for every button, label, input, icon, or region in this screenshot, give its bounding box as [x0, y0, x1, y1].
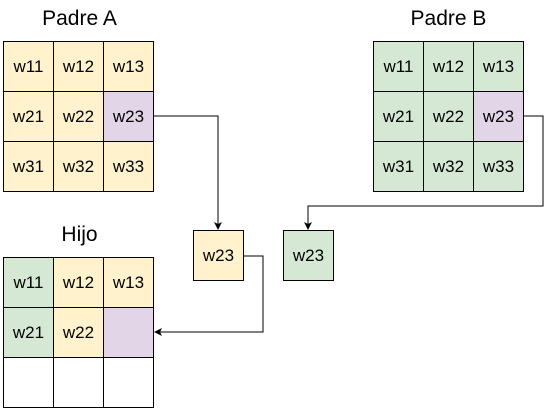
parent-b-cell-w33: w33	[473, 141, 524, 192]
parent-a-cell-w12: w12	[53, 41, 104, 92]
child-cell-w32-empty	[53, 357, 104, 408]
parent-a-cell-w33: w33	[103, 141, 154, 192]
child-title: Hijo	[61, 223, 98, 246]
child-cell-w33-empty	[103, 357, 154, 408]
parent-b-cell-w21: w21	[373, 91, 424, 142]
parent-a-cell-w21: w21	[3, 91, 54, 142]
parent-b-cell-w31: w31	[373, 141, 424, 192]
extracted-gene-from-a: w23	[193, 230, 244, 281]
arrow-parent-b-to-extracted	[304, 115, 544, 230]
arrow-extracted-to-child	[154, 255, 264, 336]
parent-b-cell-w11: w11	[373, 41, 424, 92]
parent-a-cell-w13: w13	[103, 41, 154, 92]
child-cell-w13: w13	[103, 257, 154, 308]
parent-b-cell-w23: w23	[473, 91, 524, 142]
child-cell-w23-empty	[103, 307, 154, 358]
parent-a-cell-w31: w31	[3, 141, 54, 192]
parent-b-cell-w12: w12	[423, 41, 474, 92]
extracted-gene-from-b: w23	[283, 230, 334, 281]
parent-a-title: Padre A	[42, 7, 117, 30]
child-cell-w31-empty	[3, 357, 54, 408]
child-cell-w11: w11	[3, 257, 54, 308]
parent-a-cell-w11: w11	[3, 41, 54, 92]
parent-b-cell-w13: w13	[473, 41, 524, 92]
parent-b-cell-w22: w22	[423, 91, 474, 142]
parent-a-cell-w22: w22	[53, 91, 104, 142]
arrow-parent-a-to-extracted	[153, 115, 222, 230]
parent-b-title: Padre B	[410, 7, 487, 30]
